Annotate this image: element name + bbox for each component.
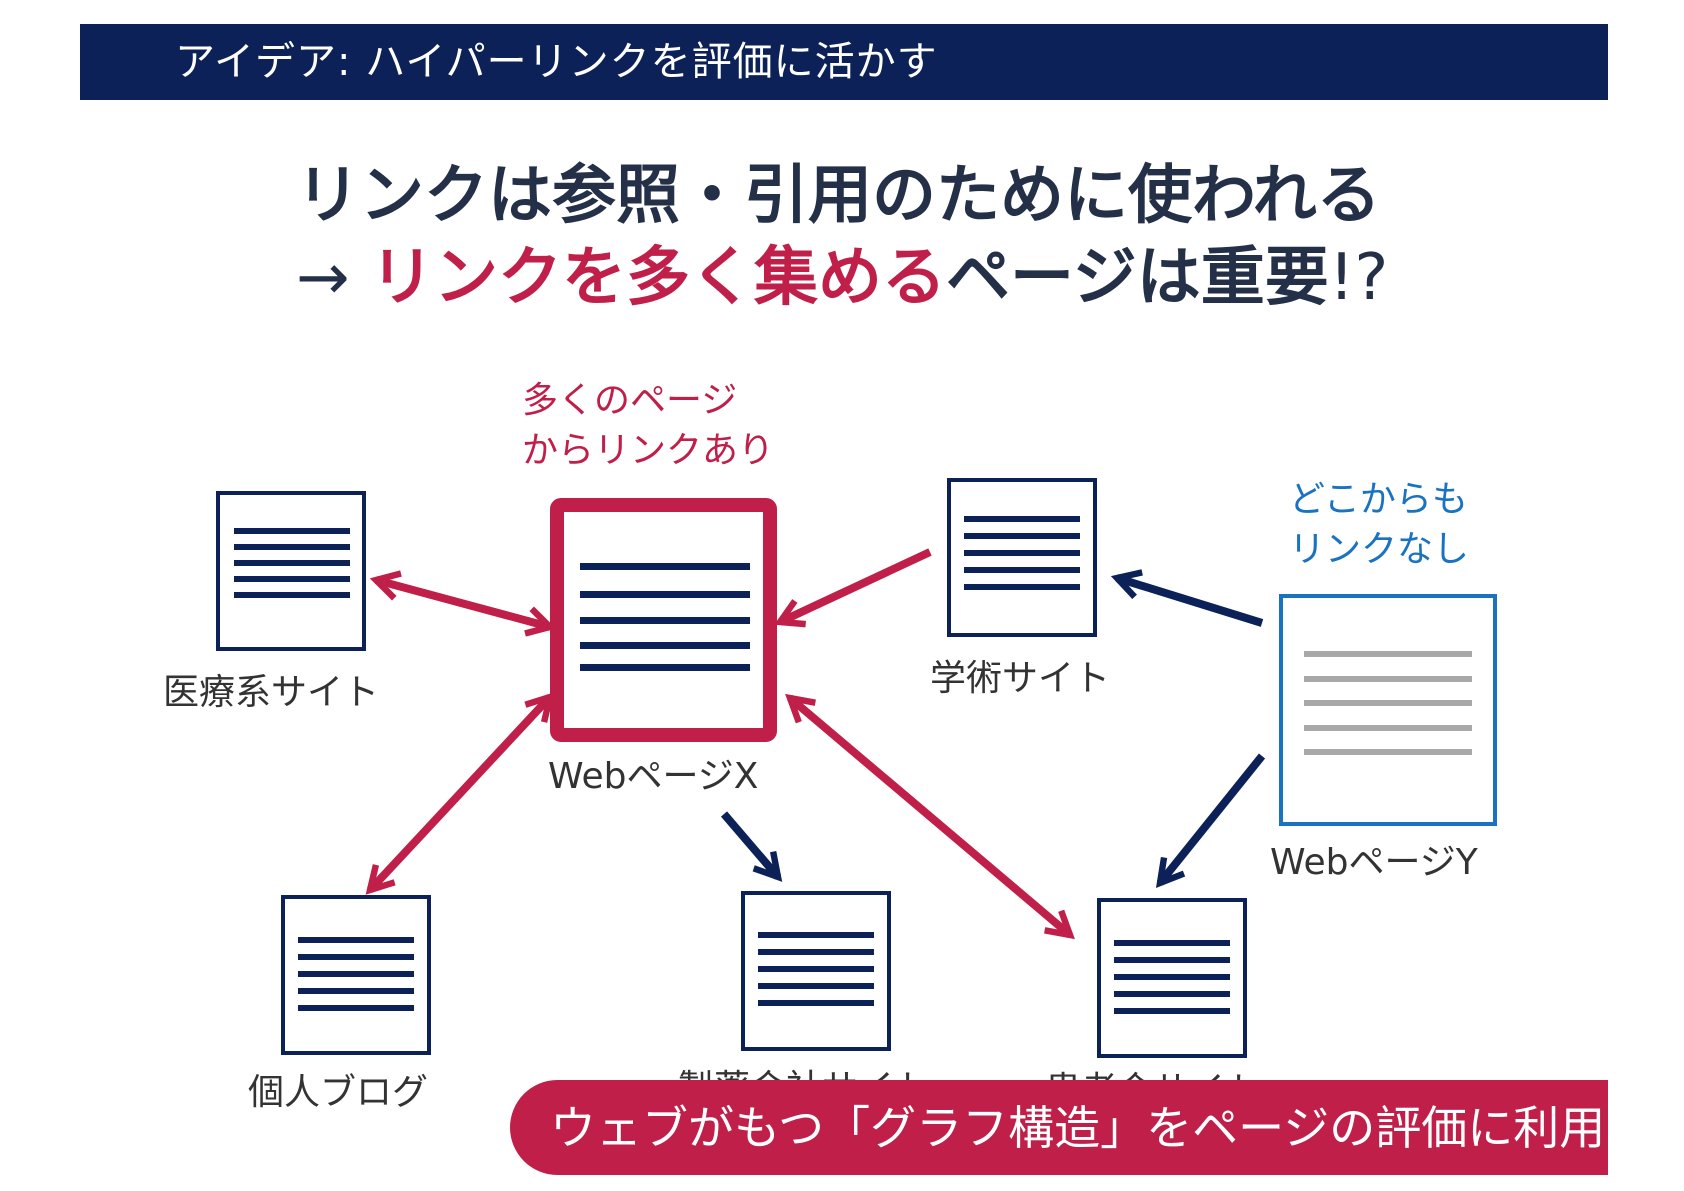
arrow-weby-to-patient: [1155, 753, 1266, 889]
page-icon-patient: [1097, 898, 1247, 1058]
node-label-academic: 学術サイト: [930, 658, 1111, 699]
annotation-many-links-line-1: 多くのページ: [522, 380, 738, 421]
arrow-academic-to-webx: [774, 548, 932, 628]
headline-line-2: → リンクを多く集めるページは重要!?: [296, 240, 1388, 316]
node-label-weby: WebページY: [1270, 842, 1478, 883]
headline-emphasis: リンクを多く集める: [369, 241, 946, 315]
annotation-no-links-line-1: どこからも: [1289, 479, 1468, 520]
page-icon-academic: [947, 478, 1097, 637]
arrow-medical-webx: [369, 570, 557, 637]
node-label-medical: 医療系サイト: [163, 672, 380, 713]
arrow-webx-patient: [785, 693, 1075, 940]
annotation-no-links-line-2: リンクなし: [1289, 529, 1470, 570]
annotation-many-links-line-2: からリンクあり: [522, 430, 775, 471]
summary-banner-text: ウェブがもつ「グラフ構造」をページの評価に利用: [550, 1101, 1606, 1155]
arrow-webx-to-pharma: [720, 811, 783, 882]
page-icon-blog: [281, 895, 431, 1055]
node-label-webx: WebページX: [548, 756, 759, 797]
headline-arrow: →: [296, 241, 370, 315]
page-icon-weby: [1279, 594, 1497, 826]
page-icon-medical: [216, 491, 366, 651]
page-icon-webx: [550, 498, 777, 742]
page-icon-pharma: [741, 891, 891, 1051]
headline-suffix: !?: [1328, 241, 1389, 315]
summary-banner: ウェブがもつ「グラフ構造」をページの評価に利用: [510, 1080, 1608, 1175]
arrow-blog-webx: [365, 692, 555, 895]
headline-rest: ページは重要: [945, 241, 1329, 315]
header-title: アイデア: ハイパーリンクを評価に活かす: [175, 39, 938, 85]
headline-line-1: リンクは参照・引用のために使われる: [296, 159, 1381, 233]
header-bar: アイデア: ハイパーリンクを評価に活かす: [80, 24, 1608, 100]
arrow-weby-to-academic: [1110, 569, 1264, 627]
node-label-blog: 個人ブログ: [248, 1072, 429, 1113]
